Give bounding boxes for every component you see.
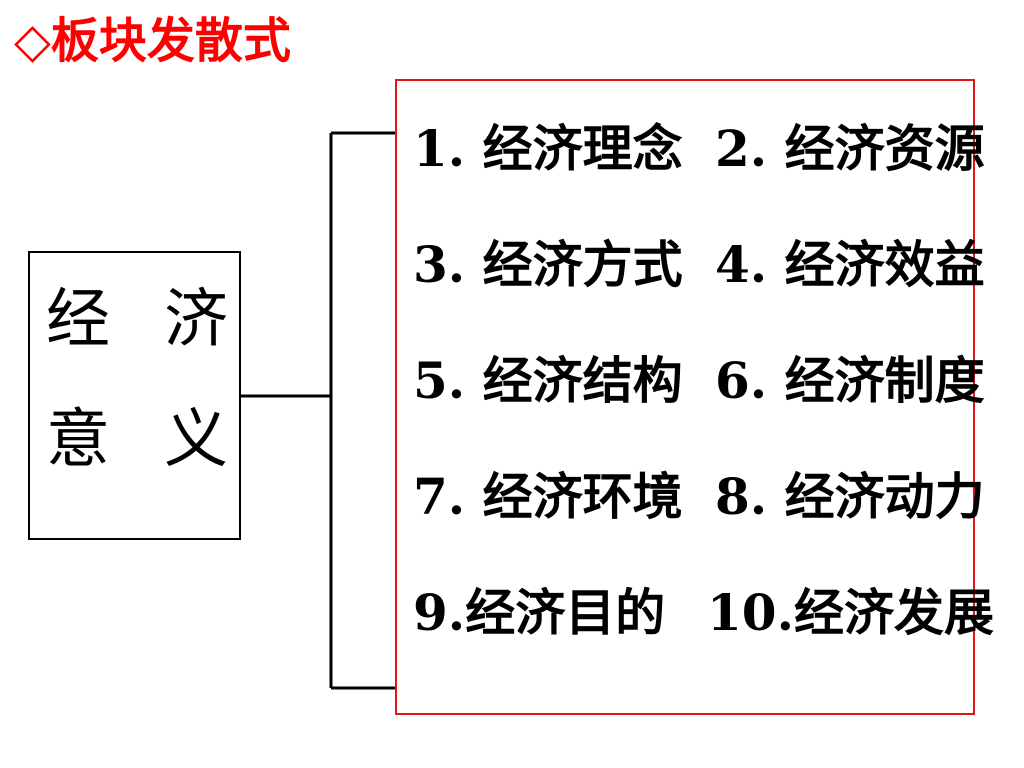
- item-economic-development: 10.经济发展: [707, 583, 994, 642]
- item-economic-resources: 2. 经济资源: [715, 119, 985, 178]
- topic-char: 经: [46, 283, 110, 357]
- item-economic-driving-force: 8. 经济动力: [715, 467, 985, 526]
- topic-char: 意: [46, 403, 110, 477]
- item-economic-system: 6. 经济制度: [715, 351, 985, 410]
- item-economic-environment: 7. 经济环境: [413, 467, 683, 526]
- items-frame: 1. 经济理念 2. 经济资源 3. 经济方式 4. 经济效益 5. 经济结构 …: [395, 79, 994, 715]
- item-economic-purpose: 9.经济目的: [413, 583, 666, 642]
- item-economic-efficiency: 4. 经济效益: [715, 235, 985, 294]
- item-economic-mode: 3. 经济方式: [413, 235, 683, 294]
- topic-char: 义: [164, 403, 228, 477]
- item-economic-structure: 5. 经济结构: [413, 351, 683, 410]
- item-economic-concept: 1. 经济理念: [413, 119, 683, 178]
- central-topic-box: 经 济 意 义: [28, 251, 241, 540]
- slide-title: ◇板块发散式: [14, 13, 291, 69]
- topic-char: 济: [164, 283, 228, 357]
